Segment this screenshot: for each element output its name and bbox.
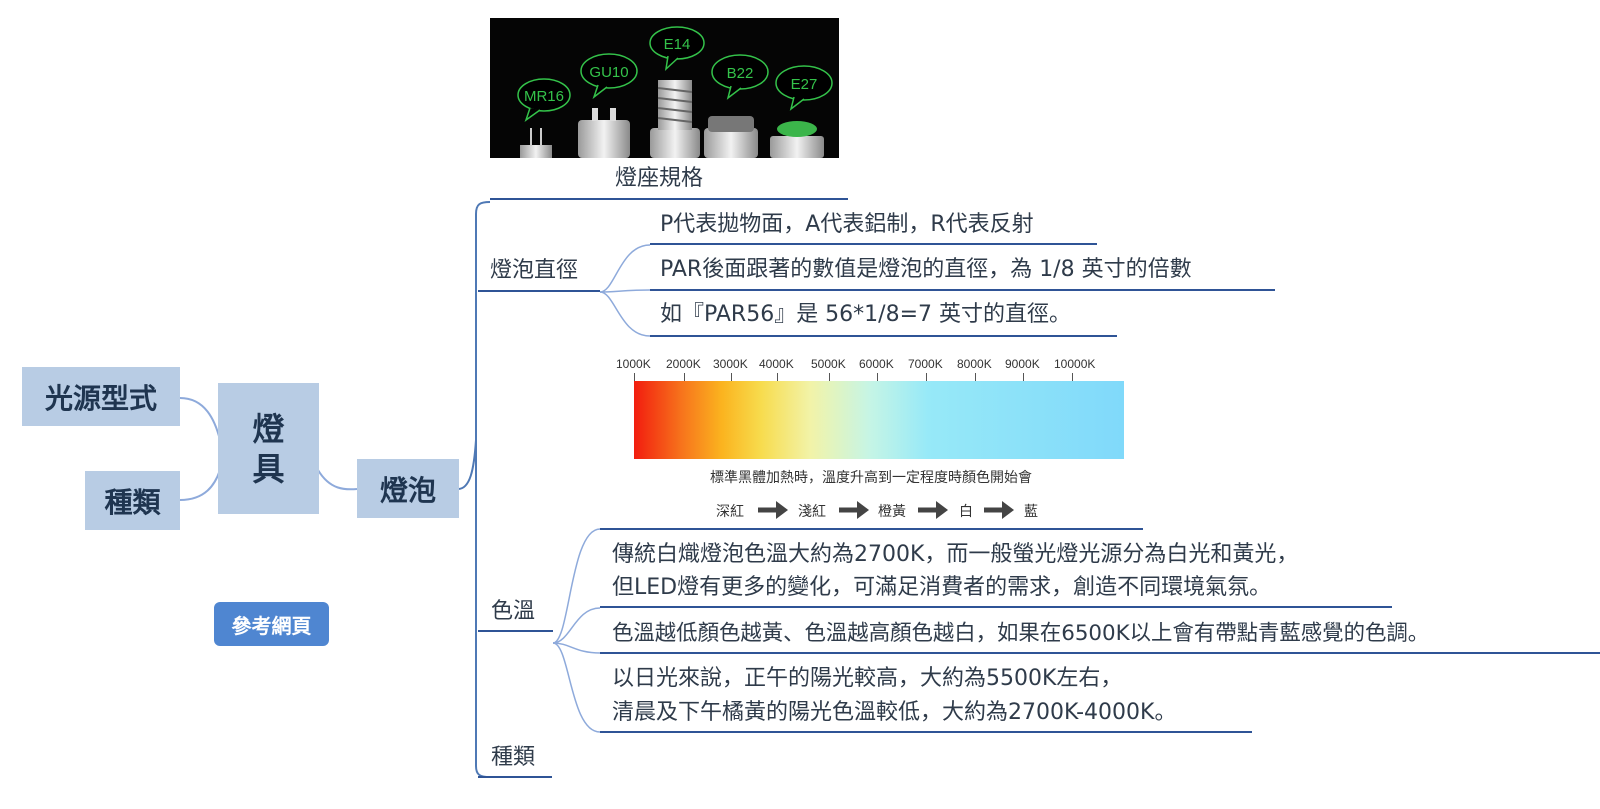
spectrum-tick-6000K: 6000K [859,357,894,371]
spectrum-tick-10000K: 10000K [1054,357,1095,371]
color-temp-item-3-underline [600,731,1252,733]
color-temp-label[interactable]: 色溫 [491,599,535,625]
socket-label-gu10: GU10 [589,64,628,81]
diameter-item-3-underline [650,335,1117,337]
bulb-node[interactable]: 燈泡 [357,459,459,518]
spectrum-tick-3000K: 3000K [713,357,748,371]
fixture-node[interactable]: 燈具 [218,383,319,514]
spectrum-tick-mark [634,373,635,381]
spectrum-tick-mark [731,373,732,381]
spectrum-tick-9000K: 9000K [1005,357,1040,371]
diameter-item-3: 如『PAR56』是 56*1/8=7 英寸的直徑。 [660,299,1071,331]
color-temp-item-1-underline [600,606,1392,608]
gu10-bulb [578,120,630,158]
color-temp-item-3-line-1: 以日光來說，正午的陽光較高，大約為5500K左右， [612,663,1122,695]
e14-bulb [650,128,700,158]
socket-label-mr16: MR16 [524,88,564,105]
color-chain-word: 淺紅 [798,501,826,521]
spectrum-gradient-bar [634,381,1124,459]
mr16-bulb [520,145,552,158]
socket-label-b22: B22 [727,65,754,82]
spectrum-tick-mark [684,373,685,381]
color-chain-word: 白 [959,501,973,521]
spectrum-tick-mark [829,373,830,381]
spectrum-tick-mark [926,373,927,381]
b22-bulb [704,128,758,158]
socket-photo-drawing: MR16 GU10 E14 B22 E27 [490,18,839,158]
spectrum-tick-1000K: 1000K [616,357,651,371]
color-temp-item-1-topline [600,528,1143,530]
spectrum-tick-mark [877,373,878,381]
spectrum-tick-mark [777,373,778,381]
color-temp-underline [478,630,553,632]
diameter-item-2: PAR後面跟著的數值是燈泡的直徑，為 1/8 英寸的倍數 [660,254,1192,286]
spectrum-tick-2000K: 2000K [666,357,701,371]
e27-bulb [770,136,824,158]
color-temp-item-1-line-2: 但LED燈有更多的變化，可滿足消費者的需求，創造不同環境氣氛。 [612,572,1271,604]
color-temp-item-3-line-2: 清晨及下午橘黃的陽光色溫較低，大約為2700K-4000K。 [612,697,1176,729]
socket-spec-underline [490,198,848,200]
reference-link-button[interactable]: 參考網頁 [214,602,329,646]
color-temp-item-1-line-1: 傳統白熾燈泡色溫大約為2700K，而一般螢光燈光源分為白光和黃光， [612,539,1298,571]
color-chain-word: 藍 [1024,501,1038,521]
chain-arrow-icon [916,499,950,521]
color-temperature-spectrum: 1000K 2000K 3000K 4000K 5000K 6000K 7000K 8000K… [612,354,1132,524]
socket-label-e27: E27 [791,76,818,93]
socket-label-e14: E14 [664,36,691,53]
types-underline [478,776,552,778]
chain-arrow-icon [837,499,871,521]
diameter-item-1-underline [650,243,1097,245]
spectrum-tick-7000K: 7000K [908,357,943,371]
chain-arrow-icon [982,499,1016,521]
color-chain-word: 深紅 [716,501,744,521]
bulb-diameter-underline [478,290,600,292]
light-source-node[interactable]: 光源型式 [22,367,180,426]
reference-link-label: 參考網頁 [232,610,312,639]
fixture-label: 燈具 [249,409,289,489]
color-temp-item-2-underline [600,652,1600,654]
bulb-label: 燈泡 [380,469,436,509]
socket-photo: MR16 GU10 E14 B22 E27 [490,18,839,158]
color-chain-word: 橙黃 [878,501,906,521]
spectrum-tick-8000K: 8000K [957,357,992,371]
diameter-item-2-underline [650,289,1275,291]
light-source-label: 光源型式 [45,377,157,417]
bulb-diameter-label[interactable]: 燈泡直徑 [490,258,578,284]
spectrum-tick-mark [1072,373,1073,381]
type-node[interactable]: 種類 [85,471,180,530]
chain-arrow-icon [756,499,790,521]
diameter-item-1: P代表拋物面，A代表鋁制，R代表反射 [660,209,1034,241]
spectrum-caption: 標準黑體加熱時，溫度升高到一定程度時顏色開始會 [710,467,1032,487]
spectrum-tick-mark [1023,373,1024,381]
types-label[interactable]: 種類 [491,745,535,771]
spectrum-tick-mark [975,373,976,381]
spectrum-tick-5000K: 5000K [811,357,846,371]
type-label: 種類 [104,481,160,521]
color-temp-item-2: 色溫越低顏色越黃、色溫越高顏色越白，如果在6500K以上會有帶點青藍感覺的色調。 [612,618,1429,650]
spectrum-tick-4000K: 4000K [759,357,794,371]
socket-spec-label: 燈座規格 [615,166,703,192]
